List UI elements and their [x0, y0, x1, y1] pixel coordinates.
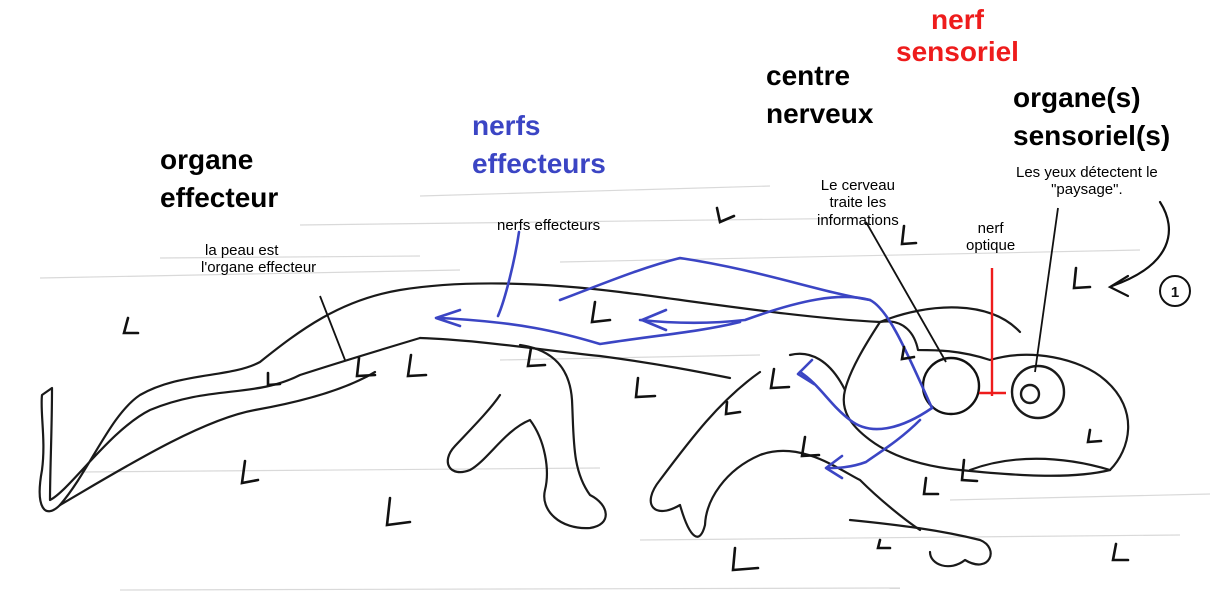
leader-skin [320, 296, 345, 360]
label-organes-sensoriels-line1: organe(s) [1013, 82, 1170, 114]
caption-cerveau-line3: informations [817, 212, 899, 229]
optic-nerve [979, 268, 1006, 396]
label-nerfs-effecteurs-title: nerfs effecteurs [472, 110, 606, 180]
leader-lines [320, 208, 1058, 372]
label-nerfs-effecteurs-line1: nerfs [472, 110, 606, 142]
caption-cerveau: Le cerveau traite les informations [817, 177, 899, 229]
neck-fold [790, 354, 845, 390]
label-organe-effecteur: organe effecteur [160, 144, 278, 214]
front-leg [651, 372, 920, 537]
chameleon-outline [40, 283, 1128, 566]
label-centre-nerveux-line2: nerveux [766, 98, 873, 130]
label-centre-nerveux-line1: centre [766, 60, 873, 92]
caption-peau: la peau est l'organe effecteur [201, 242, 316, 277]
tail-inner-outline [60, 372, 375, 505]
nerve-leg-branch [800, 372, 932, 429]
caption-peau-line2: l'organe effecteur [201, 259, 316, 276]
step-marker-number: 1 [1171, 284, 1179, 301]
caption-yeux-line2: "paysage". [1016, 181, 1158, 198]
label-nerfs-effecteurs-line2: effecteurs [472, 148, 606, 180]
nerve-upper-branch [560, 258, 870, 300]
step-arrow [1110, 202, 1169, 296]
caption-yeux: Les yeux détectent le "paysage". [1016, 164, 1158, 199]
caption-nerf-optique-line1: nerf [966, 220, 1015, 237]
caption-yeux-line1: Les yeux détectent le [1016, 164, 1158, 181]
jaw-line [970, 459, 1110, 470]
label-nerf-sensoriel: nerf sensoriel [896, 4, 1019, 68]
label-organe-effecteur-line1: organe [160, 144, 278, 176]
caption-nerf-optique: nerf optique [966, 220, 1015, 255]
body-dorsal-outline [40, 283, 1020, 511]
label-organes-sensoriels-line2: sensoriel(s) [1013, 120, 1170, 152]
caption-cerveau-line1: Le cerveau [817, 177, 899, 194]
caption-nerfs-effecteurs-path: nerfs effecteurs [497, 217, 600, 234]
label-centre-nerveux: centre nerveux [766, 60, 873, 130]
leader-eye [1035, 208, 1058, 372]
caption-nerf-optique-line2: optique [966, 237, 1015, 254]
back-leg [448, 345, 606, 528]
eye [1012, 366, 1064, 418]
effector-nerves [436, 232, 932, 478]
front-foot [850, 520, 991, 566]
caption-cerveau-line2: traite les [817, 194, 899, 211]
nerve-label-connector [498, 232, 519, 316]
caption-peau-line1: la peau est [201, 242, 316, 259]
label-nerf-sensoriel-line2: sensoriel [896, 36, 1019, 68]
label-organes-sensoriels: organe(s) sensoriel(s) [1013, 82, 1170, 152]
label-organe-effecteur-line2: effecteur [160, 182, 278, 214]
head-outline [844, 321, 1128, 475]
label-nerf-sensoriel-line1: nerf [896, 4, 1019, 36]
